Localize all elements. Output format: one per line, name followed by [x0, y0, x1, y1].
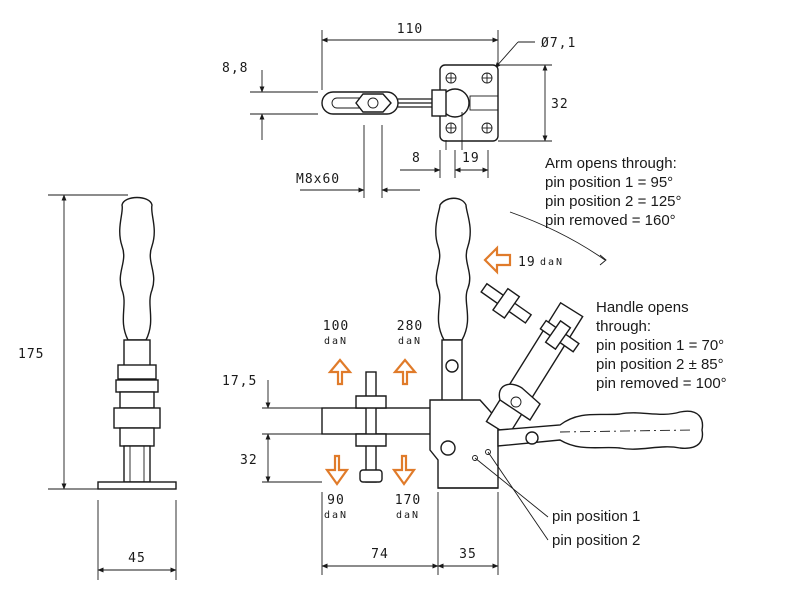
- top-nut: [355, 93, 392, 113]
- clamp-arm: [321, 407, 433, 435]
- force-up-right: 280: [397, 319, 423, 334]
- top-view: 110 Ø7,1 32 8,8: [222, 22, 576, 198]
- force-arrow-down-right: [391, 454, 417, 486]
- dim-8-8: 8,8: [222, 61, 248, 76]
- dim-175: 175: [18, 347, 44, 362]
- handle-opening-note: Handle opens through: pin position 1 = 7…: [596, 299, 727, 392]
- dim-8: 8: [412, 151, 421, 166]
- clamp-body: [429, 399, 499, 489]
- handle-note-line-5: pin removed = 100°: [596, 375, 727, 392]
- pin-position-1-label: pin position 1: [552, 508, 640, 525]
- force-down-left: 90: [327, 493, 345, 508]
- front-handle-open: [497, 410, 704, 450]
- force-arm: 19: [518, 255, 536, 270]
- force-arm-unit: daN: [540, 257, 564, 268]
- side-handle-grip: [119, 196, 155, 341]
- front-handle-grip: [435, 197, 471, 341]
- pin-position-2-label: pin position 2: [552, 532, 640, 549]
- arm-opening-note: Arm opens through: pin position 1 = 95° …: [545, 155, 682, 229]
- dim-17-5: 17,5: [222, 374, 257, 389]
- arm-note-line-2: pin position 1 = 95°: [545, 174, 673, 191]
- handle-note-line-4: pin position 2 ± 85°: [596, 356, 724, 373]
- handle-note-line-1: Handle opens: [596, 299, 689, 316]
- force-down-right-unit: daN: [396, 510, 420, 521]
- front-view: 100 daN 280 daN 90 daN 170 daN 19 daN 17…: [222, 197, 704, 575]
- force-arrow-up-right: [392, 358, 418, 386]
- dim-32-top: 32: [551, 97, 569, 112]
- handle-note-line-2: through:: [596, 318, 651, 335]
- dim-45: 45: [128, 551, 146, 566]
- force-up-right-unit: daN: [398, 336, 422, 347]
- dim-110: 110: [397, 22, 423, 37]
- arm-note-line-1: Arm opens through:: [545, 155, 677, 172]
- force-down-left-unit: daN: [324, 510, 348, 521]
- dim-74: 74: [371, 547, 389, 562]
- handle-note-line-3: pin position 1 = 70°: [596, 337, 724, 354]
- dim-bolt: M8x60: [296, 172, 340, 187]
- side-base: [97, 481, 177, 490]
- side-view: 175 45: [18, 194, 177, 580]
- dim-19: 19: [462, 151, 480, 166]
- force-up-left-unit: daN: [324, 336, 348, 347]
- force-arrow-arm: [483, 245, 512, 275]
- dim-hole-diameter: Ø7,1: [541, 36, 576, 51]
- force-down-right: 170: [395, 493, 421, 508]
- arm-note-line-4: pin removed = 160°: [545, 212, 676, 229]
- dim-35: 35: [459, 547, 477, 562]
- force-arrow-up-left: [327, 358, 353, 386]
- force-arrow-down-left: [324, 454, 350, 486]
- force-up-left: 100: [323, 319, 349, 334]
- arm-note-line-3: pin position 2 = 125°: [545, 193, 682, 210]
- dim-32-front: 32: [240, 453, 258, 468]
